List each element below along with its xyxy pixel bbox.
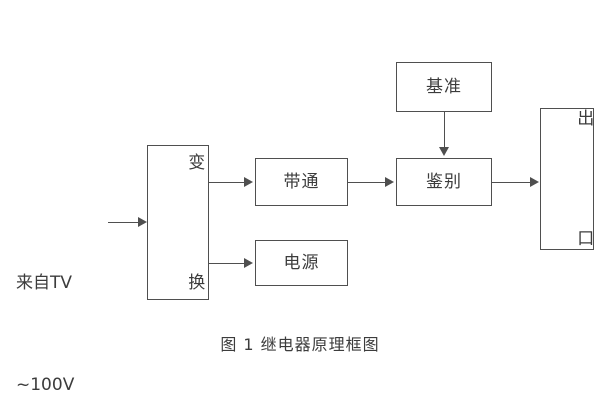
arrowhead-bandpass-to-discriminator [385, 177, 394, 187]
connector-bandpass-to-discriminator [348, 182, 387, 183]
block-bandpass[interactable]: 带通 [255, 158, 348, 206]
connector-reference-to-discriminator [444, 112, 445, 149]
arrowhead-discriminator-to-output [530, 177, 539, 187]
block-output[interactable]: 出 口 [540, 108, 594, 250]
block-discriminator[interactable]: 鉴别 [396, 158, 492, 206]
arrowhead-reference-to-discriminator [439, 147, 449, 156]
block-power[interactable]: 电源 [255, 240, 348, 286]
block-discriminator-label: 鉴别 [426, 171, 462, 192]
source-label: 来自TV ~100V [16, 198, 74, 400]
block-converter-label: 变 换 [150, 73, 206, 373]
block-output-label: 出 口 [539, 29, 595, 329]
connector-discriminator-to-output [492, 182, 532, 183]
block-bandpass-label: 带通 [283, 171, 320, 192]
figure-caption: 图 1 继电器原理框图 [220, 335, 380, 354]
block-output-label-char2: 口 [577, 229, 596, 249]
connector-converter-to-bandpass [209, 182, 246, 183]
arrowhead-converter-to-power [244, 258, 253, 268]
block-converter[interactable]: 变 换 [147, 145, 209, 300]
source-label-line1: 来自TV [16, 273, 73, 293]
connector-converter-to-power [209, 263, 246, 264]
block-reference[interactable]: 基准 [396, 62, 492, 112]
block-converter-label-char2: 换 [188, 272, 207, 293]
connector-source-to-converter [108, 222, 140, 223]
block-output-label-char1: 出 [577, 109, 596, 129]
block-power-label: 电源 [283, 252, 320, 273]
arrowhead-source-to-converter [138, 217, 147, 227]
block-reference-label: 基准 [426, 76, 462, 97]
block-converter-label-char1: 变 [188, 152, 207, 173]
source-label-line2: ~100V [16, 375, 75, 395]
arrowhead-converter-to-bandpass [244, 177, 253, 187]
